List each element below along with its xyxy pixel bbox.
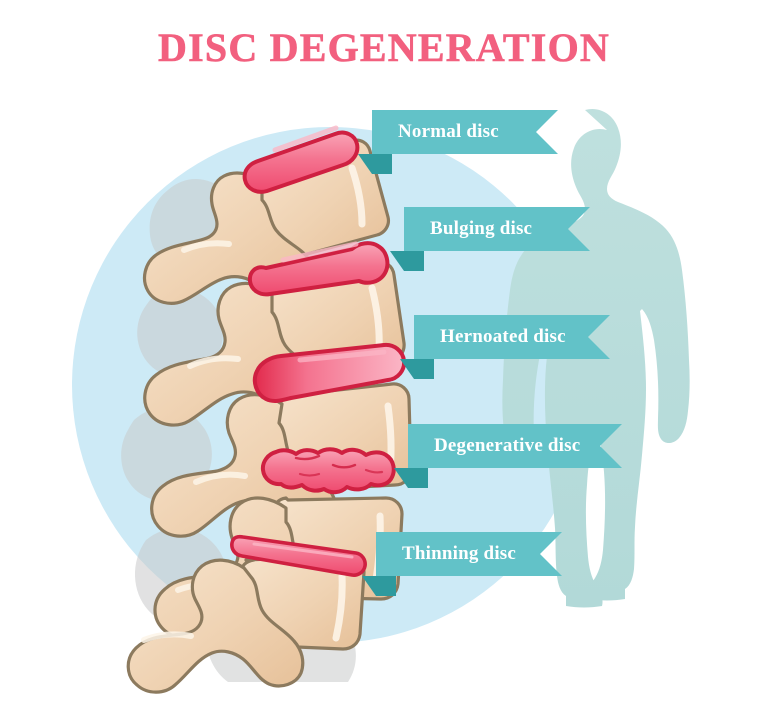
label-degenerative-disc[interactable]: Degenerative disc xyxy=(408,424,622,468)
label-bulging-disc[interactable]: Bulging disc xyxy=(404,207,590,251)
vertebral-process-5 xyxy=(126,558,305,694)
page-title: DISC DEGENERATION xyxy=(158,25,610,71)
disc-degenerative xyxy=(260,447,396,495)
label-normal-disc[interactable]: Normal disc xyxy=(372,110,558,154)
label-hernoated-disc[interactable]: Hernoated disc xyxy=(414,315,610,359)
disc-bulging xyxy=(247,241,390,297)
disc-thinning xyxy=(230,534,367,577)
label-thinning-disc[interactable]: Thinning disc xyxy=(376,532,562,576)
disc-herniated xyxy=(252,342,407,403)
disc-normal xyxy=(242,125,360,194)
